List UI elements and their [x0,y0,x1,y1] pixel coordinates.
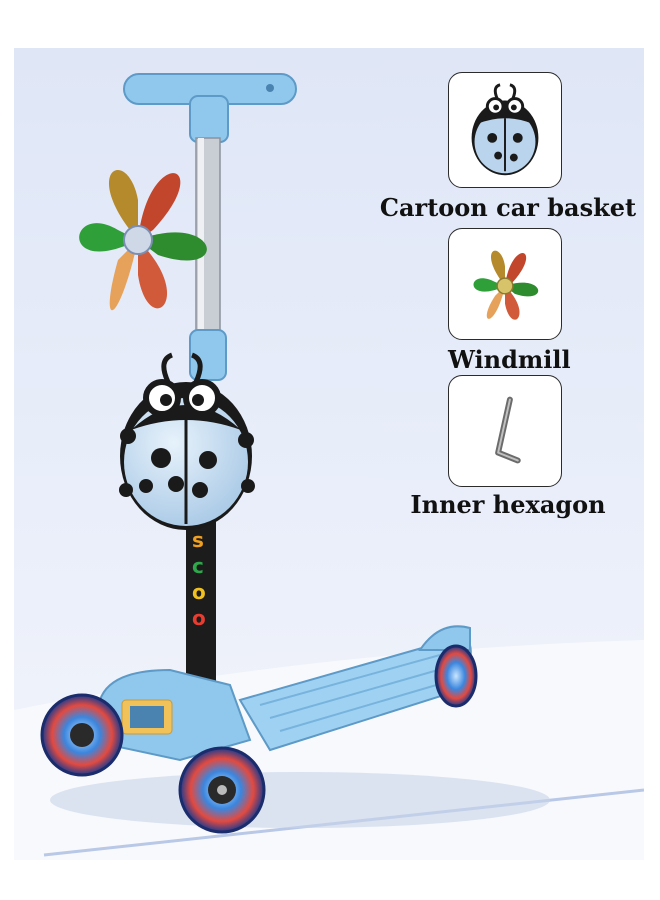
stem-logo-letter: s [192,528,204,552]
ladybug-basket [119,352,255,530]
ladybug-basket-icon [471,83,539,176]
accessory-thumbnail-windmill [448,228,562,340]
stem-logo-letter: o [192,580,206,604]
accessory-thumbnail-basket [448,72,562,188]
accessory-caption-windmill: Windmill [448,345,571,374]
light-up-wheel-rear [434,644,478,708]
windmill-blades [79,170,207,311]
stem-logo-letter: o [192,606,206,630]
light-up-wheel-front-right [178,746,266,834]
accessory-thumbnail-hex-key [448,375,562,487]
stem-logo-letter: c [192,554,204,578]
light-up-wheel-front-left [40,693,124,777]
hex-key-icon [495,396,521,464]
windmill-icon [473,250,539,320]
accessory-caption-basket: Cartoon car basket [379,193,637,222]
stem-logo: s c o o [190,528,212,648]
accessory-caption-hex-key: Inner hexagon [410,490,606,519]
